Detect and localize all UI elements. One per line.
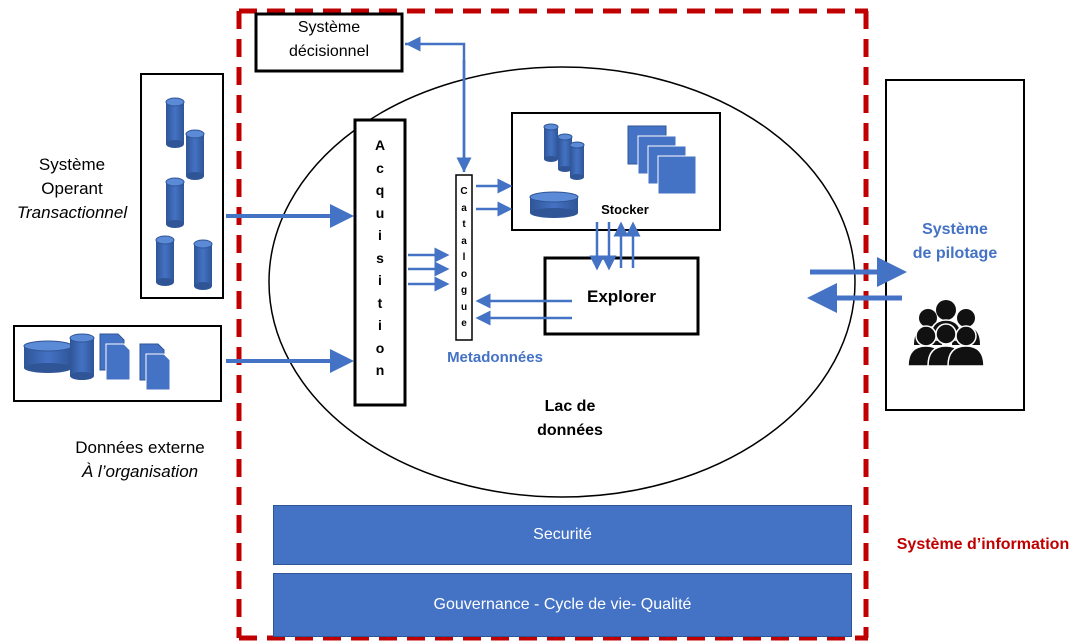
security-band: Securité: [273, 505, 852, 565]
vertical-letter: o: [460, 268, 468, 280]
vertical-letter: l: [462, 252, 466, 263]
explorer-box: [543, 256, 700, 336]
steering-system-line2: de pilotage: [912, 245, 998, 262]
storage-label: Stocker: [601, 202, 649, 217]
data-lake-label: Lac de données: [520, 395, 620, 443]
steering-system-label: Système de pilotage: [886, 218, 1024, 266]
governance-band: Gouvernance - Cycle de vie- Qualité: [273, 573, 852, 637]
vertical-letter: g: [460, 285, 468, 296]
vertical-letter: a: [461, 202, 467, 214]
database-cylinders-operant: [155, 97, 213, 290]
vertical-letter: q: [375, 182, 385, 198]
decision-system-label: Système décisionnel: [288, 19, 370, 60]
vertical-letter: i: [378, 272, 382, 288]
vertical-letter: i: [378, 317, 382, 333]
people-group-icon: [907, 300, 985, 367]
external-data-line1: Données externe: [75, 438, 205, 457]
vertical-letter: A: [374, 137, 386, 153]
vertical-letter: n: [375, 362, 385, 378]
information-system-label: Système d’information: [896, 536, 1070, 553]
vertical-letter: C: [460, 186, 468, 197]
vertical-letter: i: [378, 227, 382, 243]
operating-system-label: Système Operant Transactionnel: [6, 153, 138, 225]
metadata-label: Metadonnées: [447, 349, 543, 366]
steering-system-line1: Système: [922, 221, 988, 238]
vertical-letter: e: [461, 318, 467, 329]
vertical-letter: t: [462, 219, 466, 230]
vertical-letter: c: [376, 159, 384, 176]
external-data-label: Données externe À l’organisation: [50, 436, 230, 484]
vertical-letter: u: [460, 301, 468, 313]
storage-icons: [529, 123, 697, 218]
operating-system-line1: Système: [38, 155, 106, 174]
explorer-label: Explorer: [587, 287, 656, 306]
data-lake-line2: données: [537, 422, 603, 439]
vertical-letter: u: [375, 204, 385, 221]
data-lake-line1: Lac de: [544, 398, 596, 415]
vertical-letter: s: [376, 249, 384, 266]
vertical-letter: a: [461, 235, 467, 247]
flow-arrows: [226, 36, 907, 373]
decision-system-box: [254, 12, 404, 73]
external-data-icons: [23, 333, 171, 391]
vertical-letter: o: [375, 339, 385, 356]
operating-system-line3: Transactionnel: [16, 203, 128, 222]
operating-system-line2: Operant: [41, 179, 103, 198]
catalogue-box: [455, 174, 473, 341]
vertical-letter: t: [377, 294, 383, 311]
external-data-line2: À l’organisation: [81, 462, 199, 481]
information-system-frame: [236, 8, 869, 641]
acquisition-box: [353, 118, 407, 407]
